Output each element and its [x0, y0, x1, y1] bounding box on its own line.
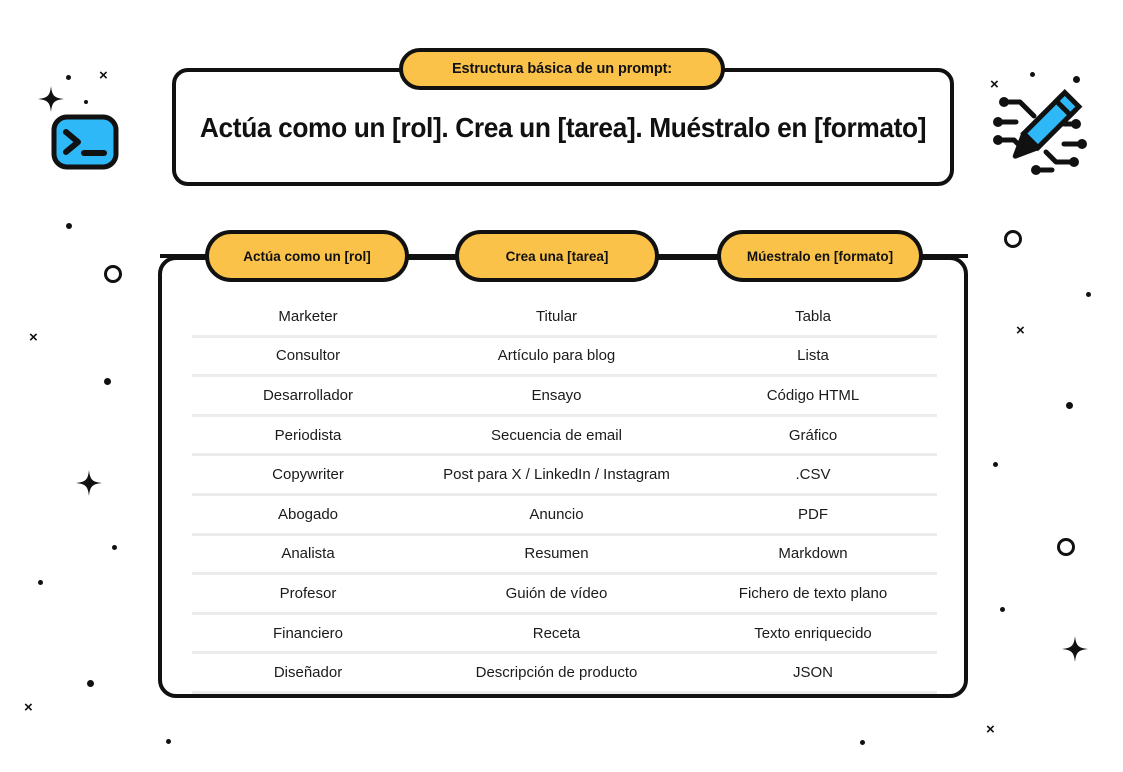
decorative-cross-icon: ×	[1016, 322, 1025, 339]
cell-rol: Abogado	[277, 505, 339, 523]
cell-tarea: Anuncio	[529, 505, 584, 523]
decorative-cross-icon: ×	[29, 329, 38, 346]
table-row: Financiero Receta Texto enriquecido	[192, 615, 937, 655]
cell-rol: Desarrollador	[262, 386, 354, 404]
decorative-dot-icon	[104, 378, 111, 385]
cell-tarea: Ensayo	[531, 386, 582, 404]
decorative-dot-icon	[1000, 607, 1005, 612]
decorative-dot-icon	[38, 580, 43, 585]
connector-mid-2	[654, 254, 722, 258]
cell-formato: Lista	[797, 347, 829, 365]
connector-mid-1	[404, 254, 460, 258]
connector-left	[160, 254, 210, 258]
cell-tarea: Secuencia de email	[491, 426, 622, 444]
table-row: Diseñador Descripción de producto JSON	[192, 654, 937, 694]
decorative-dot-icon	[1030, 72, 1035, 77]
cell-formato: Código HTML	[766, 386, 860, 404]
cell-formato: Gráfico	[788, 426, 838, 444]
cell-rol: Diseñador	[273, 664, 343, 682]
column-header-tarea[interactable]: Crea una [tarea]	[455, 230, 659, 282]
decorative-sparkle-icon	[1062, 636, 1088, 666]
page-title: Actúa como un [rol]. Crea un [tarea]. Mu…	[199, 112, 927, 143]
cell-rol: Profesor	[279, 584, 337, 602]
decorative-dot-icon	[87, 680, 94, 687]
cell-tarea: Resumen	[524, 545, 589, 563]
cell-formato: PDF	[798, 505, 828, 523]
decorative-sparkle-icon	[76, 470, 102, 500]
table-row: Marketer Titular Tabla	[192, 298, 937, 338]
cell-rol: Periodista	[274, 426, 342, 444]
decorative-dot-icon	[112, 545, 117, 550]
cell-rol: Marketer	[278, 307, 338, 325]
column-header-formato[interactable]: Múestralo en [formato]	[717, 230, 923, 282]
cell-rol: Consultor	[275, 347, 341, 365]
column-header-rol[interactable]: Actúa como un [rol]	[205, 230, 409, 282]
cell-tarea: Descripción de producto	[475, 664, 638, 682]
decorative-ring-icon	[1057, 538, 1075, 556]
cell-formato: Fichero de texto plano	[738, 584, 888, 602]
decorative-dot-icon	[1066, 402, 1073, 409]
table-row: Copywriter Post para X / LinkedIn / Insta…	[192, 456, 937, 496]
cell-rol: Analista	[281, 545, 335, 563]
cell-tarea: Receta	[532, 624, 581, 642]
header-badge: Estructura básica de un prompt:	[399, 48, 725, 90]
cell-formato: Markdown	[778, 545, 848, 563]
table-card	[158, 256, 968, 698]
table-row: Profesor Guión de vídeo Fichero de texto p…	[192, 575, 937, 615]
cell-formato: Tabla	[795, 307, 831, 325]
decorative-dot-icon	[166, 739, 171, 744]
decorative-ring-icon	[104, 265, 122, 283]
cell-tarea: Titular	[535, 307, 578, 325]
decorative-dot-icon	[1086, 292, 1091, 297]
table-row: Analista Resumen Markdown	[192, 536, 937, 576]
table-row: Abogado Anuncio PDF	[192, 496, 937, 536]
connector-right	[918, 254, 968, 258]
cell-formato: JSON	[792, 664, 833, 682]
cell-tarea: Post para X / LinkedIn / Instagram	[443, 466, 670, 484]
cell-formato: .CSV	[795, 466, 831, 484]
table-row: Consultor Artículo para blog Lista	[192, 338, 937, 378]
cell-rol: Financiero	[272, 624, 344, 642]
cell-tarea: Artículo para blog	[497, 347, 616, 365]
table-row: Periodista Secuencia de email Gráfico	[192, 417, 937, 457]
decorative-ring-icon	[1004, 230, 1022, 248]
cell-rol: Copywriter	[272, 466, 344, 484]
decorative-dot-icon	[66, 223, 72, 229]
table-row: Desarrollador Ensayo Código HTML	[192, 377, 937, 417]
decorative-cross-icon: ×	[986, 721, 995, 738]
decorative-dot-icon	[993, 462, 998, 467]
cell-tarea: Guión de vídeo	[505, 584, 608, 602]
pencil-circuit-icon	[990, 78, 1090, 182]
cell-formato: Texto enriquecido	[754, 624, 872, 642]
decorative-cross-icon: ×	[24, 699, 33, 716]
terminal-prompt-icon	[34, 62, 134, 174]
decorative-dot-icon	[860, 740, 865, 745]
